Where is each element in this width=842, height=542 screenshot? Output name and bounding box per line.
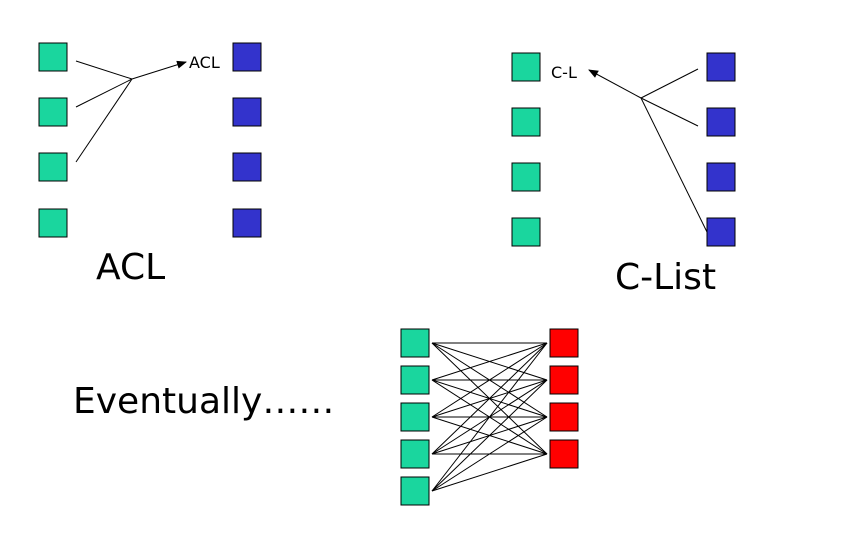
clist-object-box bbox=[706, 107, 736, 137]
clist-connector bbox=[640, 97, 699, 127]
acl-arrow bbox=[131, 60, 187, 80]
eventually-resource-box bbox=[549, 439, 579, 469]
acl-connector bbox=[75, 78, 133, 108]
acl-subject-box bbox=[38, 97, 68, 127]
clist-objects bbox=[706, 52, 736, 247]
acl-connector bbox=[75, 60, 133, 80]
mesh-connector bbox=[431, 342, 548, 418]
clist-subject-box bbox=[511, 52, 541, 82]
acl-connector bbox=[75, 78, 133, 163]
clist-arrow bbox=[588, 69, 642, 99]
eventually-subject-box bbox=[400, 365, 430, 395]
acl-subject-box bbox=[38, 42, 68, 72]
eventually-subject-box bbox=[400, 439, 430, 469]
eventually-mesh-lines bbox=[431, 342, 548, 492]
eventually-diagram: Eventually…… bbox=[73, 328, 579, 506]
acl-object-box bbox=[232, 42, 262, 72]
eventually-subject-box bbox=[400, 402, 430, 432]
acl-object-box bbox=[232, 152, 262, 182]
eventually-subject-box bbox=[400, 328, 430, 358]
eventually-caption: Eventually…… bbox=[73, 381, 334, 422]
eventually-resource-box bbox=[549, 328, 579, 358]
clist-subject-box bbox=[511, 107, 541, 137]
clist-inline-label: C-L bbox=[551, 63, 577, 82]
clist-object-box bbox=[706, 162, 736, 192]
eventually-resource-box bbox=[549, 402, 579, 432]
mesh-connector bbox=[431, 342, 548, 492]
clist-subject-box bbox=[511, 217, 541, 247]
acl-connector-lines bbox=[75, 60, 187, 163]
eventually-subject-box bbox=[400, 476, 430, 506]
clist-object-box bbox=[706, 217, 736, 247]
acl-object-box bbox=[232, 97, 262, 127]
acl-objects bbox=[232, 42, 262, 238]
acl-object-box bbox=[232, 208, 262, 238]
clist-caption: C-List bbox=[615, 257, 716, 298]
mesh-connector bbox=[431, 453, 548, 492]
clist-connector-lines bbox=[588, 68, 708, 233]
acl-caption: ACL bbox=[96, 247, 165, 288]
acl-subjects bbox=[38, 42, 68, 238]
clist-subject-box bbox=[511, 162, 541, 192]
mesh-connector bbox=[431, 342, 548, 455]
clist-connector bbox=[640, 68, 699, 99]
eventually-resource-box bbox=[549, 365, 579, 395]
acl-inline-label: ACL bbox=[189, 53, 220, 72]
acl-diagram: ACL ACL bbox=[38, 42, 262, 288]
mesh-connector bbox=[431, 416, 548, 492]
acl-subject-box bbox=[38, 208, 68, 238]
eventually-subjects bbox=[400, 328, 430, 506]
acl-subject-box bbox=[38, 152, 68, 182]
clist-connector bbox=[640, 97, 708, 233]
mesh-connector bbox=[431, 342, 548, 381]
mesh-connector bbox=[431, 379, 548, 492]
clist-subjects bbox=[511, 52, 541, 247]
clist-diagram: C-L C-List bbox=[511, 52, 736, 298]
clist-object-box bbox=[706, 52, 736, 82]
eventually-resources bbox=[549, 328, 579, 469]
